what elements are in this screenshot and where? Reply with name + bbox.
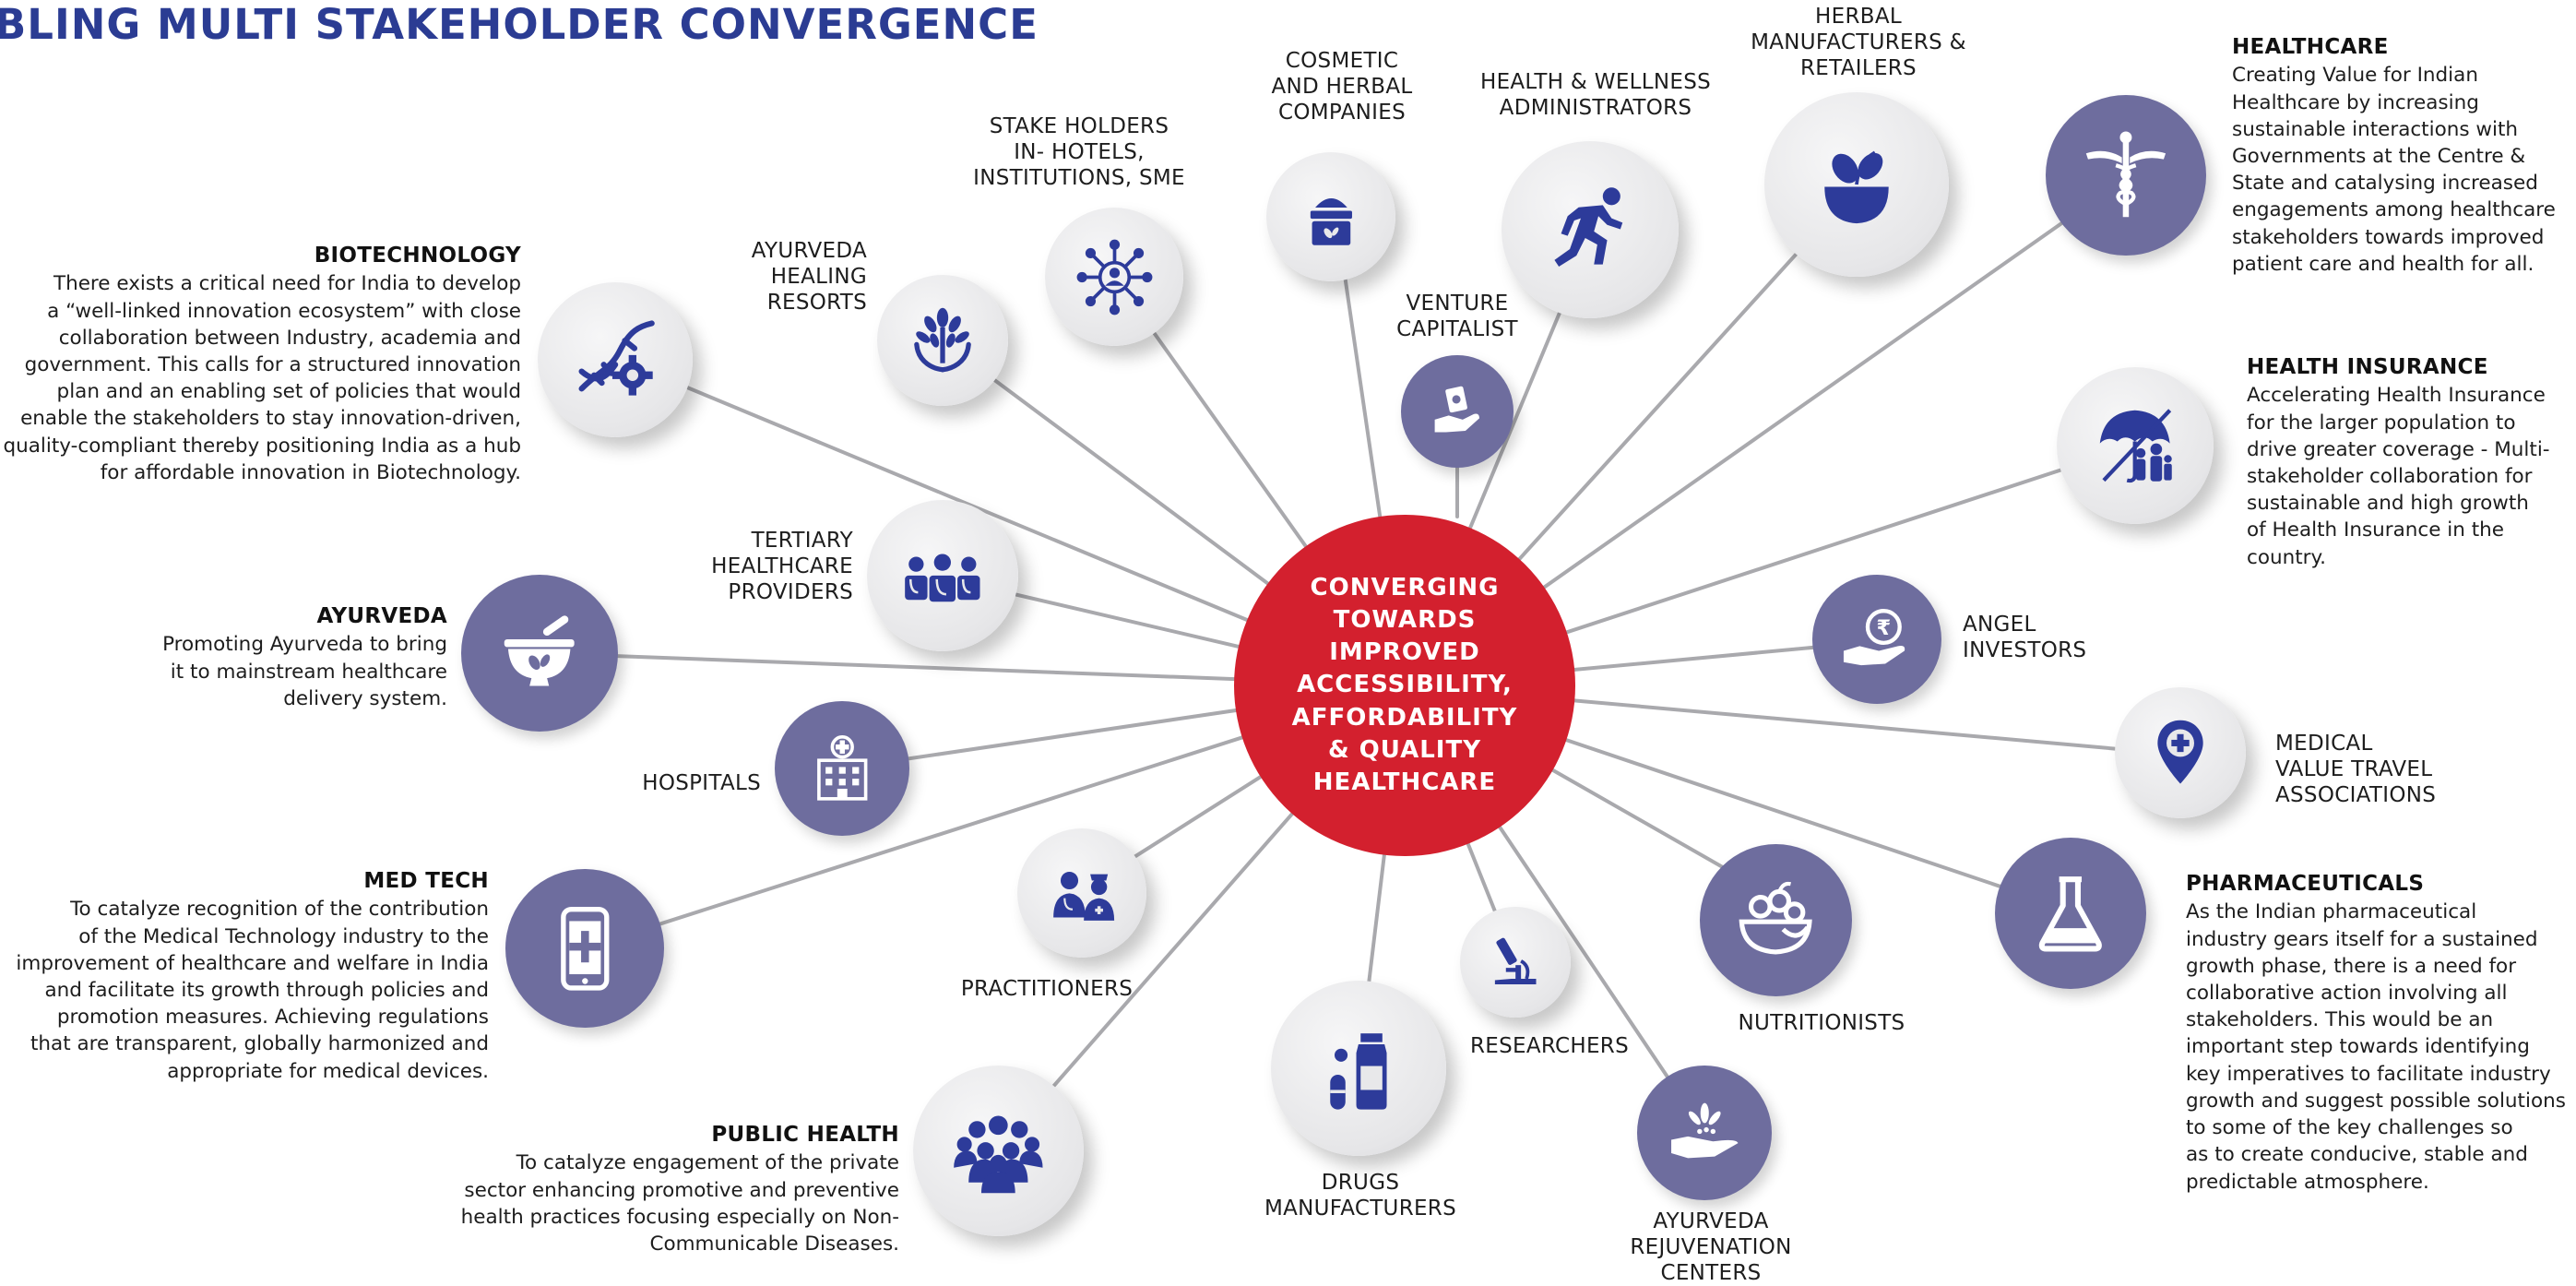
label-hospitals: HOSPITALS (642, 771, 761, 795)
fruit-bowl-icon (1739, 882, 1813, 955)
cream-jar-icon (1310, 197, 1352, 245)
label-nutritionists: NUTRITIONISTS (1738, 1011, 1905, 1035)
plant-hands-icon (914, 307, 971, 373)
text-ayurveda: Promoting Ayurveda to bring it to mainst… (162, 633, 447, 710)
caduceus-icon (2085, 131, 2166, 218)
heading-public-health: PUBLIC HEALTH (711, 1123, 899, 1147)
public-health-node (913, 1066, 1084, 1236)
heading-biotechnology: BIOTECHNOLOGY (314, 244, 521, 268)
text-pharmaceuticals: As the Indian pharmaceutical industry ge… (2186, 900, 2566, 1194)
label-angel-investors: ANGEL INVESTORS (1963, 613, 2087, 663)
researchers-node (1460, 907, 1571, 1018)
cosmetic-herbal-node (1266, 152, 1395, 281)
heading-pharmaceuticals: PHARMACEUTICALS (2186, 872, 2425, 896)
mortar-pestle-icon (505, 615, 575, 686)
heading-ayurveda: AYURVEDA (316, 604, 447, 628)
label-herbal-manufacturers: HERBAL MANUFACTURERS & RETAILERS (1751, 5, 1966, 81)
block-ayurveda: AYURVEDA Promoting Ayurveda to bring it … (111, 602, 447, 712)
location-pin-icon (2157, 720, 2203, 784)
med-tech-node (505, 869, 664, 1028)
label-medical-value-travel: MEDICAL VALUE TRAVEL ASSOCIATIONS (2275, 732, 2437, 808)
practitioners-node (1017, 828, 1146, 958)
label-tertiary-healthcare: TERTIARY HEALTHCARE PROVIDERS (711, 529, 853, 605)
center-convergence-circle: CONVERGING TOWARDS IMPROVED ACCESSIBILIT… (1234, 515, 1575, 856)
text-biotechnology: There exists a critical need for India t… (3, 272, 521, 484)
block-public-health: PUBLIC HEALTH To catalyze engagement of … (433, 1121, 899, 1257)
heading-med-tech: MED TECH (363, 869, 489, 893)
svg-text:₹: ₹ (1876, 616, 1891, 640)
angel-investors-node: ₹ (1812, 575, 1941, 704)
flask-icon (2038, 876, 2103, 952)
ayurveda-rejuvenation-node (1637, 1066, 1772, 1200)
medical-phone-icon (560, 906, 610, 991)
herbal-manufacturers-node (1764, 92, 1949, 277)
herb-bowl-icon (1824, 150, 1889, 224)
drugs-manufacturers-node (1271, 981, 1446, 1156)
block-health-insurance: HEALTH INSURANCE Accelerating Health Ins… (2247, 353, 2570, 571)
text-public-health: To catalyze engagement of the private se… (460, 1151, 899, 1256)
rupee-hand-icon: ₹ (1843, 608, 1905, 665)
label-ayurveda-healing-resorts: AYURVEDA HEALING RESORTS (751, 239, 867, 316)
block-med-tech: MED TECH To catalyze recognition of the … (0, 867, 489, 1085)
venture-capitalist-node (1401, 355, 1514, 468)
runner-icon (1554, 187, 1623, 268)
dna-gear-icon (578, 320, 655, 396)
label-ayurveda-rejuvenation: AYURVEDA REJUVENATION CENTERS (1630, 1209, 1792, 1286)
medicine-bottle-icon (1330, 1033, 1387, 1110)
block-biotechnology: BIOTECHNOLOGY There exists a critical ne… (0, 242, 521, 486)
microscope-icon (1494, 937, 1537, 984)
doctor-nurse-icon (1052, 871, 1114, 921)
text-med-tech: To catalyze recognition of the contribut… (16, 898, 489, 1083)
label-health-wellness: HEALTH & WELLNESS ADMINISTRATORS (1479, 70, 1712, 121)
text-health-insurance: Accelerating Health Insurance for the la… (2247, 384, 2550, 569)
hospitals-node (775, 701, 909, 836)
doctors-group-icon (905, 554, 980, 602)
label-researchers: RESEARCHERS (1470, 1034, 1629, 1058)
healthcare-node (2046, 95, 2206, 256)
pharmaceuticals-node (1995, 838, 2146, 989)
label-cosmetic-herbal: COSMETIC AND HERBAL COMPANIES (1271, 49, 1413, 125)
block-healthcare: HEALTHCARE Creating Value for Indian Hea… (2232, 33, 2569, 278)
health-insurance-node (2057, 367, 2214, 524)
text-healthcare: Creating Value for Indian Healthcare by … (2232, 64, 2556, 276)
label-drugs-manufacturers: DRUGS MANUFACTURERS (1264, 1171, 1456, 1221)
leaf-hand-icon (1670, 1102, 1739, 1159)
ayurveda-node (461, 575, 618, 732)
label-stake-holders: STAKE HOLDERS IN- HOTELS, INSTITUTIONS, … (973, 114, 1185, 191)
network-person-icon (1076, 239, 1152, 315)
medical-value-travel-node (2115, 687, 2246, 818)
center-text: CONVERGING TOWARDS IMPROVED ACCESSIBILIT… (1291, 574, 1518, 796)
stake-holders-node (1045, 208, 1183, 346)
page-title: BLING MULTI STAKEHOLDER CONVERGENCE (0, 0, 1039, 49)
crowd-icon (954, 1115, 1043, 1194)
hospital-building-icon (816, 734, 868, 801)
biotechnology-node (538, 282, 693, 437)
nutritionists-node (1700, 844, 1852, 996)
money-hand-icon (1434, 386, 1480, 433)
heading-healthcare: HEALTHCARE (2232, 35, 2389, 59)
heading-health-insurance: HEALTH INSURANCE (2247, 355, 2488, 379)
ayurveda-healing-resorts-node (877, 275, 1008, 406)
tertiary-healthcare-node (867, 500, 1018, 651)
health-wellness-node (1502, 141, 1679, 318)
label-venture-capitalist: VENTURE CAPITALIST (1396, 292, 1518, 342)
block-pharmaceuticals: PHARMACEUTICALS As the Indian pharmaceut… (2186, 870, 2569, 1196)
label-practitioners: PRACTITIONERS (960, 977, 1134, 1001)
umbrella-family-icon (2100, 409, 2173, 483)
